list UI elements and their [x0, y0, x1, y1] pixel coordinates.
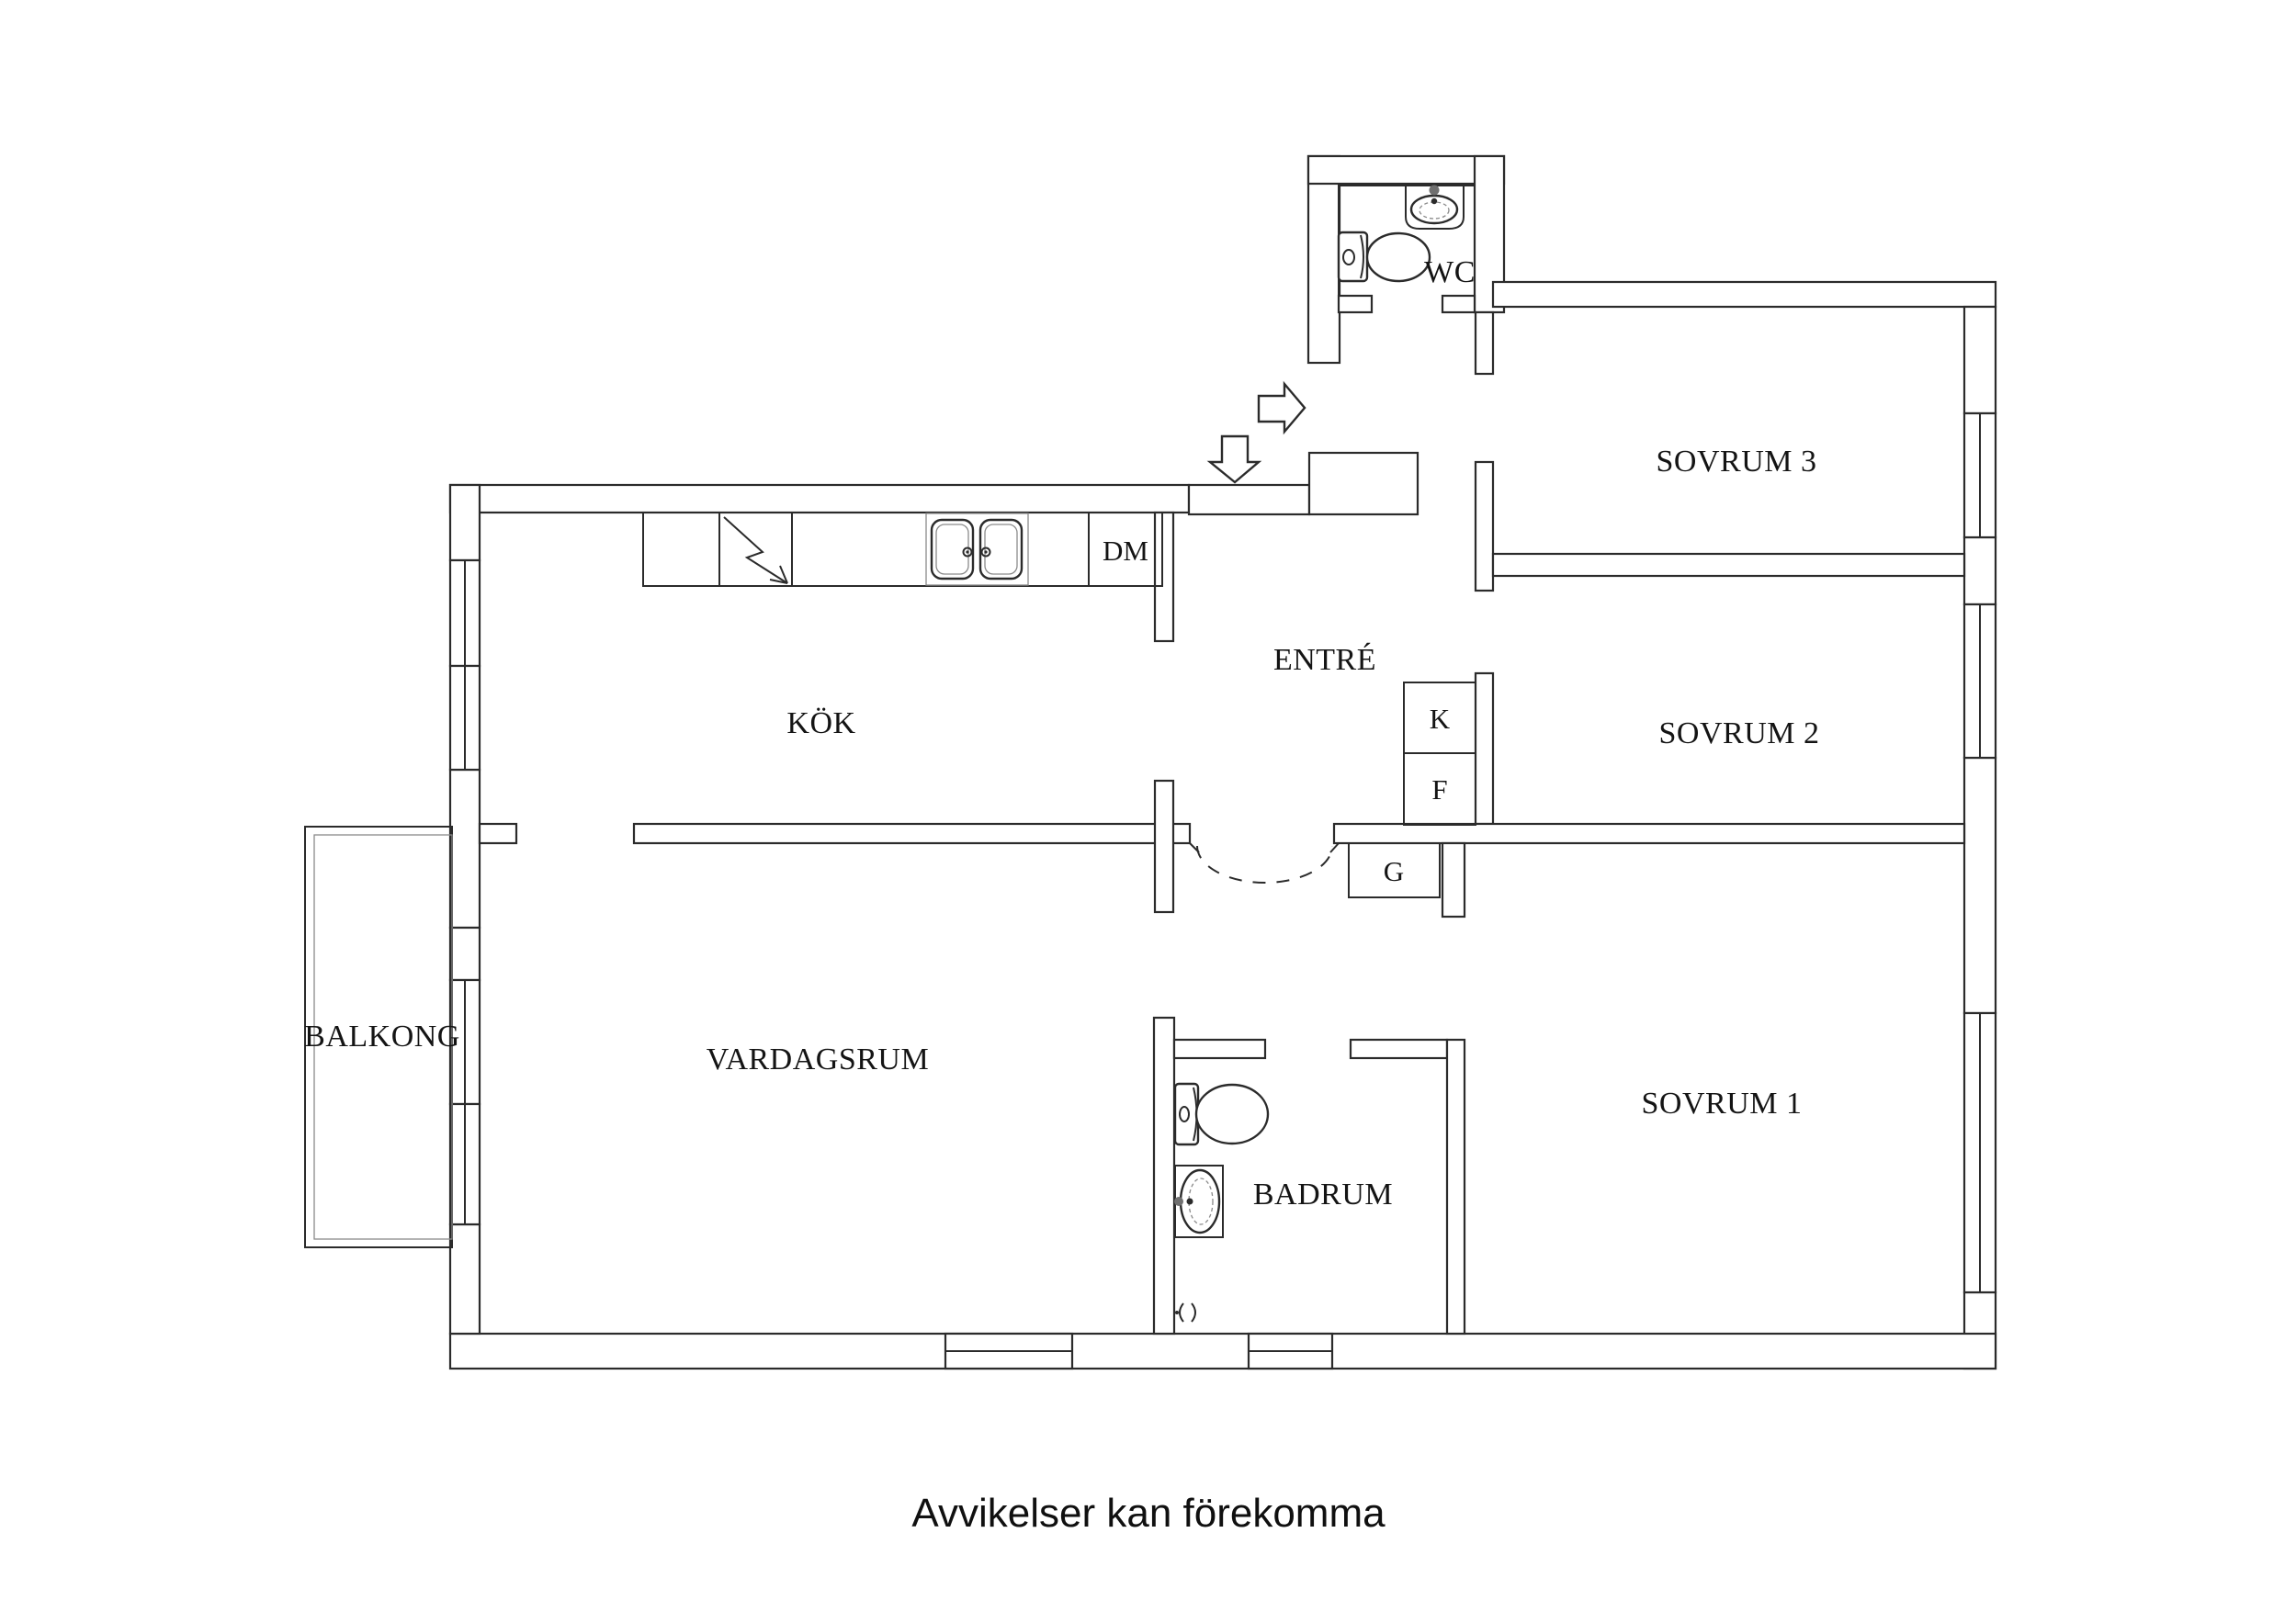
sink-icon [1174, 1165, 1224, 1238]
window-icon [448, 558, 481, 668]
room-label-sovrum1: SOVRUM 1 [1642, 1087, 1803, 1121]
window-icon [1962, 603, 1997, 760]
balcony-outline [304, 826, 453, 1248]
floor-drain-icon [1175, 1302, 1196, 1323]
closets [1348, 682, 1476, 898]
kitchen-counter [642, 512, 1163, 587]
walls [448, 154, 1997, 1370]
sink-icon [1405, 185, 1465, 230]
kitchen-sink-icon [925, 513, 1029, 586]
room-label-kok: KÖK [786, 706, 855, 740]
dishwasher-label: DM [1103, 535, 1148, 567]
room-label-vardagsrum: VARDAGSRUM [707, 1043, 929, 1076]
room-label-sovrum3: SOVRUM 3 [1657, 445, 1817, 479]
room-label-entre: ENTRÉ [1273, 643, 1376, 677]
entry-arrow-right-icon [1257, 380, 1306, 435]
freezer-label: F [1431, 773, 1447, 806]
window-icon [944, 1332, 1074, 1370]
labels: WC SOVRUM 3 SOVRUM 2 SOVRUM 1 ENTRÉ KÖK … [304, 255, 1819, 1536]
window-icon [448, 1102, 481, 1226]
entry-arrow-down-icon [1206, 434, 1262, 484]
wc-room [1337, 185, 1476, 314]
room-label-balkong: BALKONG [304, 1020, 460, 1054]
bathroom-fixtures [1173, 1082, 1270, 1323]
wardrobe-label: G [1384, 855, 1404, 887]
entry-symbols [1196, 380, 1333, 884]
room-label-badrum: BADRUM [1253, 1178, 1393, 1212]
window-icon [448, 978, 481, 1106]
toilet-icon [1337, 231, 1431, 283]
disclaimer-text: Avvikelser kan förekomma [911, 1491, 1386, 1536]
window-icon [1247, 1332, 1334, 1370]
windows [448, 411, 1997, 1370]
wardrobe-box [1348, 842, 1441, 898]
balcony-door [448, 926, 481, 982]
stove-icon [723, 516, 788, 584]
room-label-wc: WC [1424, 255, 1476, 289]
room-label-sovrum2: SOVRUM 2 [1659, 716, 1820, 750]
window-icon [448, 664, 481, 772]
fridge-label: K [1430, 703, 1451, 735]
window-icon [1962, 411, 1997, 539]
window-icon [1962, 1011, 1997, 1294]
door-swing-arc [1196, 845, 1333, 884]
toilet-icon [1173, 1082, 1270, 1146]
freezer-box [1403, 752, 1476, 826]
